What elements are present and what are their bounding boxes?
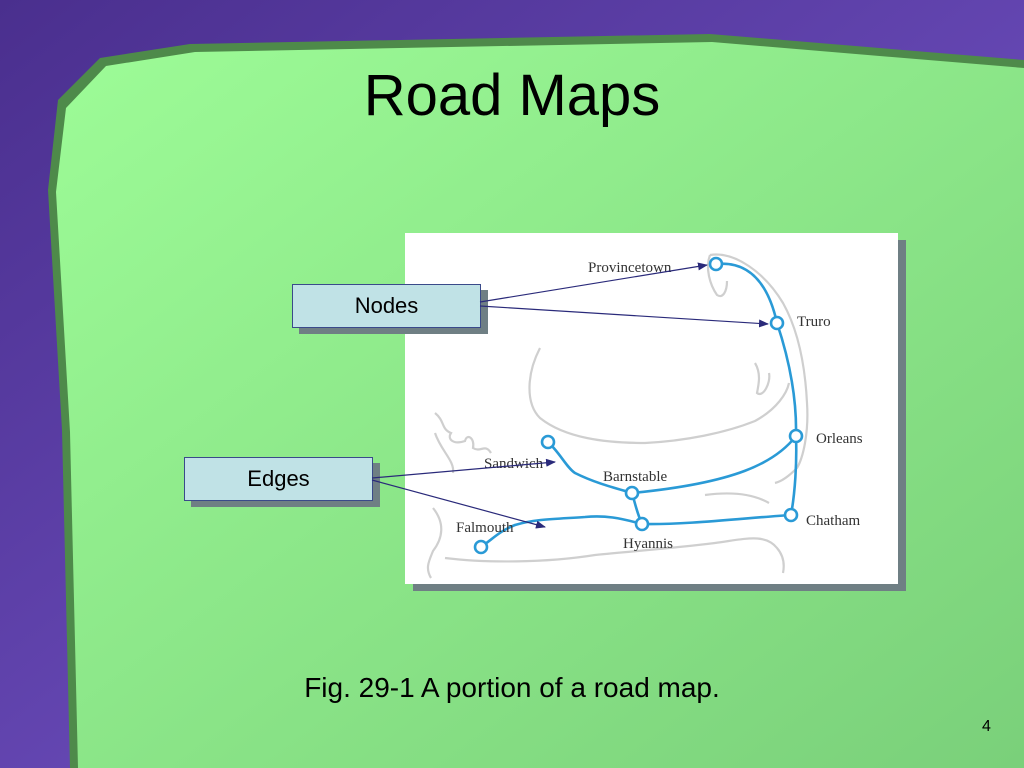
label-sandwich: Sandwich	[484, 456, 544, 472]
label-falmouth: Falmouth	[456, 520, 514, 536]
label-provincetown: Provincetown	[588, 260, 672, 276]
node-falmouth	[473, 539, 489, 555]
node-truro	[769, 315, 785, 331]
roads	[480, 262, 798, 549]
arrow-nodes-truro	[479, 305, 769, 328]
label-orleans: Orleans	[816, 431, 863, 447]
arrow-edges-falmouth-road	[371, 479, 546, 529]
road-map-figure: Provincetown Truro Orleans Chatham Sandw…	[405, 233, 898, 584]
node-barnstable	[624, 485, 640, 501]
page-number: 4	[982, 718, 991, 735]
arrow-edges-sandwich-road	[371, 458, 556, 479]
arrow-nodes-provincetown	[479, 262, 708, 303]
figure-caption: Fig. 29-1 A portion of a road map.	[304, 672, 720, 703]
node-hyannis	[634, 516, 650, 532]
node-chatham	[783, 507, 799, 523]
slide-title: Road Maps	[363, 63, 661, 128]
label-hyannis: Hyannis	[623, 536, 673, 552]
node-provincetown	[708, 256, 724, 272]
coastline	[426, 253, 809, 579]
edges-callout: Edges	[184, 457, 373, 501]
label-barnstable: Barnstable	[603, 469, 667, 485]
label-truro: Truro	[797, 314, 831, 330]
road-map-svg: Provincetown Truro Orleans Chatham Sandw…	[426, 253, 863, 579]
node-orleans	[788, 428, 804, 444]
node-sandwich	[540, 434, 556, 450]
label-chatham: Chatham	[806, 513, 860, 529]
